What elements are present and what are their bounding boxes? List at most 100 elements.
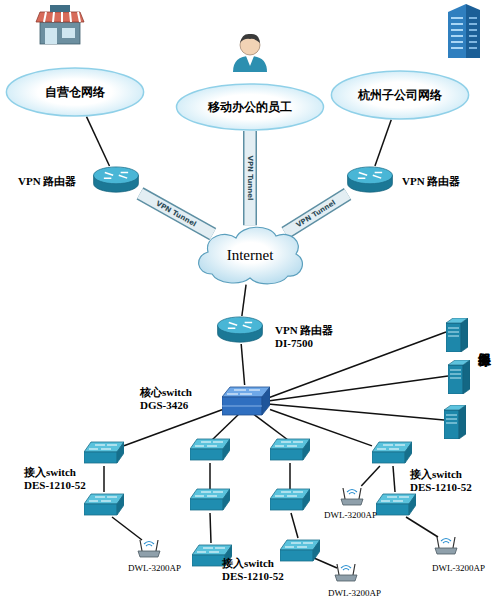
switch-shape xyxy=(84,440,124,466)
router-icon xyxy=(94,167,139,192)
wire xyxy=(112,517,142,540)
ap-icon xyxy=(341,488,363,505)
router-shape xyxy=(346,166,394,194)
tunnel-fill xyxy=(140,193,213,234)
ap-shape xyxy=(332,562,360,582)
server-icon xyxy=(448,360,470,394)
cloud-label: Internet xyxy=(192,222,308,288)
vpn-tunnel xyxy=(140,193,213,234)
device-model: DWL-3200AP xyxy=(128,563,181,573)
wire xyxy=(291,513,298,538)
tunnel-outline xyxy=(140,193,213,234)
tunnel-outline xyxy=(285,194,347,233)
device-label: 核心switch DGS-3426 xyxy=(140,386,218,412)
switch-icon xyxy=(372,442,412,463)
wire xyxy=(210,513,211,543)
switch-shape xyxy=(372,440,412,466)
network-ellipse: 杭州子公司网络 xyxy=(330,70,470,120)
wireless-ap: DWL-3200AP xyxy=(338,486,366,506)
tunnel-label: VPN Tunnel xyxy=(295,198,337,229)
tunnel-label: VPN Tunnel xyxy=(246,156,254,201)
router-icon xyxy=(218,317,263,342)
network-link xyxy=(270,410,372,446)
network-name: 杭州子公司网络 xyxy=(330,70,470,120)
network-ellipse: 自营仓网络 xyxy=(5,67,145,117)
device-model: DWL-3200AP xyxy=(432,563,485,573)
router-shape xyxy=(92,166,140,194)
link-line xyxy=(242,285,246,316)
switch-icon xyxy=(190,489,230,510)
tunnel-label: VPN Tunnel xyxy=(155,199,198,228)
ap-icon xyxy=(335,564,357,581)
switch-icon xyxy=(280,540,320,561)
server-icon xyxy=(446,318,468,352)
link-line xyxy=(361,466,380,486)
server-icon xyxy=(444,405,466,439)
network-link xyxy=(124,410,222,446)
access-switch: 接入switch DES-1210-52 xyxy=(192,543,232,569)
core-switch: 核心switch DGS-3426 xyxy=(222,385,270,417)
ap-shape xyxy=(432,535,460,555)
vpn-router: VPN 路由器 xyxy=(346,166,394,194)
router-icon xyxy=(348,167,393,192)
network-link xyxy=(86,117,109,166)
tunnel-fill xyxy=(245,131,256,225)
device-model: DWL-3200AP xyxy=(328,588,381,598)
wire xyxy=(103,466,105,492)
wireless-ap: DWL-3200AP xyxy=(432,535,460,555)
device-label: 接入switch DES-1210-52 xyxy=(222,557,300,583)
device-label: VPN 路由器 DI-7500 xyxy=(275,324,347,350)
link-line xyxy=(140,193,213,234)
link-line xyxy=(375,120,391,166)
ap-shape xyxy=(135,538,163,558)
link-line xyxy=(241,344,244,385)
core-icon xyxy=(222,387,270,415)
switch-icon xyxy=(376,494,416,515)
vpn-router: VPN 路由器 xyxy=(92,166,140,194)
wire xyxy=(212,413,240,440)
link-line xyxy=(270,410,372,446)
wireless-ap: DWL-3200AP xyxy=(135,538,163,558)
ap-icon xyxy=(138,540,160,557)
core-shape xyxy=(222,385,270,417)
switch-icon xyxy=(84,442,124,463)
network-link xyxy=(241,344,244,385)
tunnel-outline xyxy=(243,131,257,225)
link-line xyxy=(124,410,222,446)
device-label: 接入switch DES-1210-52 xyxy=(24,466,102,492)
link-line xyxy=(86,117,109,166)
switch-icon xyxy=(270,489,310,510)
router-shape xyxy=(215,316,265,344)
wire xyxy=(314,558,337,568)
wire xyxy=(209,463,211,489)
switch-icon xyxy=(190,439,230,460)
link-line xyxy=(285,194,347,233)
network-link xyxy=(375,120,391,166)
person-icon xyxy=(233,34,267,72)
network-ellipse: 移动办公的员工 xyxy=(175,83,325,131)
device-label: 接入switch DES-1210-52 xyxy=(410,468,488,494)
wireless-ap: DWL-3200AP xyxy=(332,562,360,582)
device-model: DWL-3200AP xyxy=(324,510,377,520)
device-label: VPN 路由器 xyxy=(18,175,76,188)
switch-icon xyxy=(270,439,310,460)
wire xyxy=(289,463,291,489)
network-name: 移动办公的员工 xyxy=(175,83,325,131)
device-label: VPN 路由器 xyxy=(402,175,460,188)
wire xyxy=(393,466,395,492)
network-link xyxy=(242,285,246,316)
wire xyxy=(252,413,288,440)
tunnel-fill xyxy=(285,194,347,233)
ap-shape xyxy=(338,486,366,506)
vpn-tunnel xyxy=(285,194,347,233)
access-switch: 接入switch DES-1210-52 xyxy=(84,440,124,466)
wires xyxy=(104,332,448,568)
store-icon xyxy=(36,5,84,44)
network-link xyxy=(361,466,380,486)
internet-cloud: Internet xyxy=(192,222,308,288)
ap-icon xyxy=(435,537,457,554)
wire xyxy=(268,376,448,401)
wire xyxy=(406,517,438,537)
building-icon xyxy=(448,4,480,58)
